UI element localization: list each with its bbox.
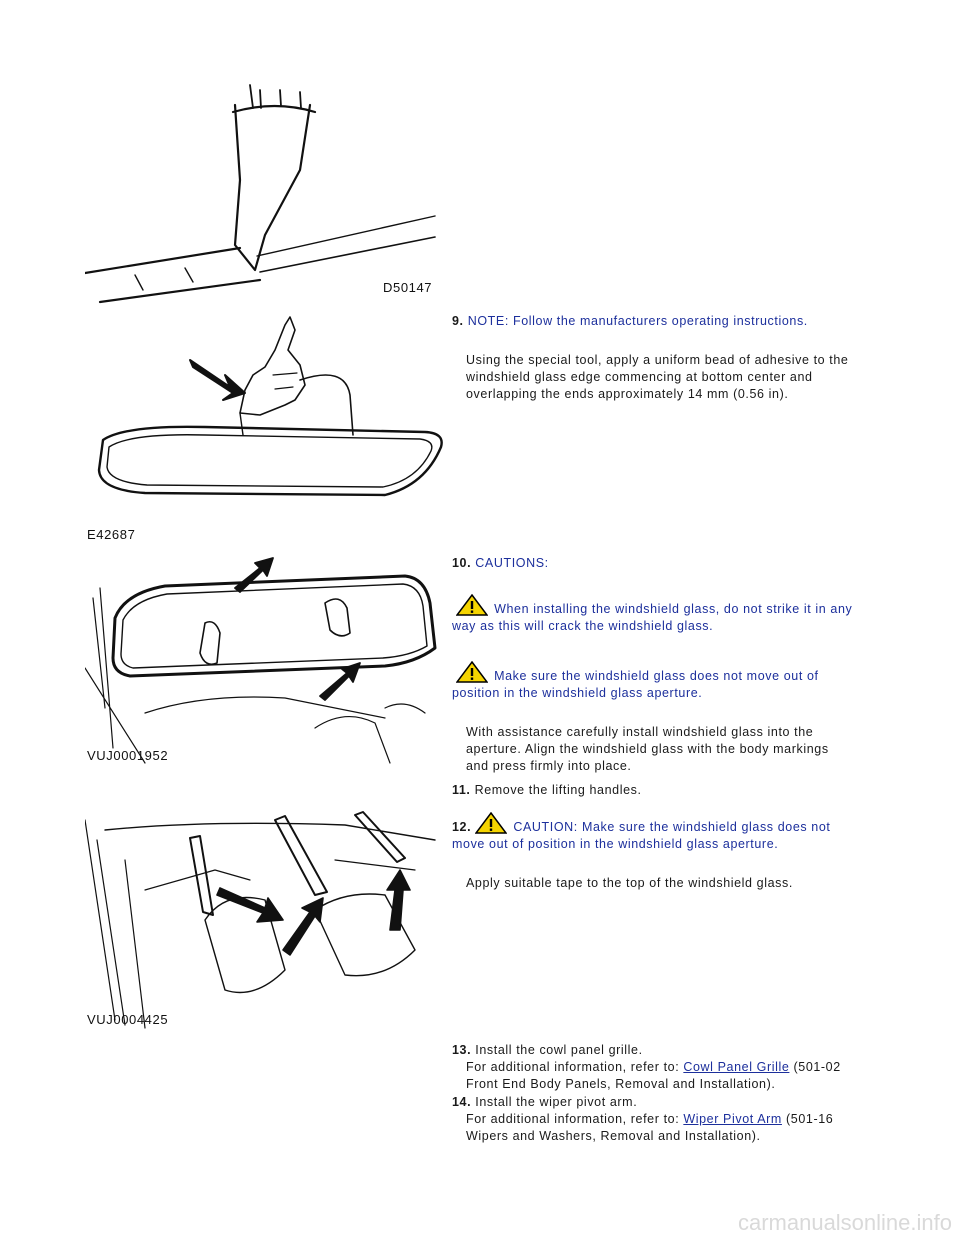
step-number: 14. [452, 1095, 472, 1109]
caution-text: position in the windshield glass apertur… [452, 686, 703, 700]
step-text-line: Using the special tool, apply a uniform … [466, 353, 849, 367]
step-14: 14. Install the wiper pivot arm. For add… [452, 1094, 882, 1145]
step-number: 12. [452, 820, 472, 834]
step-12: 12. CAUTION: Make sure the windshield gl… [452, 812, 882, 892]
step-9: 9. NOTE: Follow the manufacturers operat… [452, 313, 882, 403]
step-text-line: With assistance carefully install windsh… [466, 725, 814, 739]
reference-line: Wipers and Washers, Removal and Installa… [466, 1129, 761, 1143]
figure-vuj0004425: VUJ0004425 [85, 800, 450, 1030]
step-text: Remove the lifting handles. [474, 783, 642, 797]
step-text-line: aperture. Align the windshield glass wit… [466, 742, 829, 756]
figure-label: VUJ0004425 [87, 1012, 168, 1027]
caution-text: CAUTION: Make sure the windshield glass … [513, 820, 831, 834]
step-text: Install the wiper pivot arm. [475, 1095, 638, 1109]
step-text-line: and press firmly into place. [466, 759, 632, 773]
caution-text: Make sure the windshield glass does not … [494, 669, 819, 683]
step-text: Apply suitable tape to the top of the wi… [466, 876, 793, 890]
figure-label: VUJ0001952 [87, 748, 168, 763]
step-number: 11. [452, 783, 471, 797]
step-number: 9. [452, 314, 464, 328]
warning-icon [456, 594, 488, 616]
cautions-heading: CAUTIONS: [475, 556, 549, 570]
reference-prefix: For additional information, refer to: [466, 1112, 680, 1126]
wiper-pivot-arm-link[interactable]: Wiper Pivot Arm [683, 1112, 782, 1126]
figure-label: E42687 [87, 527, 135, 542]
step-text-line: overlapping the ends approximately 14 mm… [466, 387, 789, 401]
reference-line: Front End Body Panels, Removal and Insta… [466, 1077, 776, 1091]
reference-suffix: (501-16 [786, 1112, 834, 1126]
reference-suffix: (501-02 [793, 1060, 841, 1074]
step-13: 13. Install the cowl panel grille. For a… [452, 1042, 882, 1093]
caution-text: way as this will crack the windshield gl… [452, 619, 714, 633]
caution-text: move out of position in the windshield g… [452, 837, 779, 851]
step-11: 11. Remove the lifting handles. [452, 782, 882, 799]
step-10: 10. CAUTIONS: When installing the windsh… [452, 555, 882, 775]
figure-d50147: D50147 [85, 80, 445, 305]
step-number: 13. [452, 1043, 472, 1057]
note-text: NOTE: Follow the manufacturers operating… [467, 314, 808, 328]
figure-vuj0001952: VUJ0001952 [85, 548, 450, 768]
figure-label: D50147 [383, 280, 432, 295]
reference-prefix: For additional information, refer to: [466, 1060, 680, 1074]
cowl-panel-grille-link[interactable]: Cowl Panel Grille [683, 1060, 790, 1074]
caution-block: When installing the windshield glass, do… [452, 594, 882, 635]
caution-block: Make sure the windshield glass does not … [452, 661, 882, 702]
warning-icon [475, 812, 508, 834]
step-text: Install the cowl panel grille. [475, 1043, 643, 1057]
warning-icon [456, 661, 488, 683]
watermark: carmanualsonline.info [737, 1210, 952, 1235]
step-text-line: windshield glass edge commencing at bott… [466, 370, 813, 384]
step-number: 10. [452, 556, 472, 570]
figure-e42687: E42687 [85, 305, 455, 545]
caution-text: When installing the windshield glass, do… [494, 602, 853, 616]
